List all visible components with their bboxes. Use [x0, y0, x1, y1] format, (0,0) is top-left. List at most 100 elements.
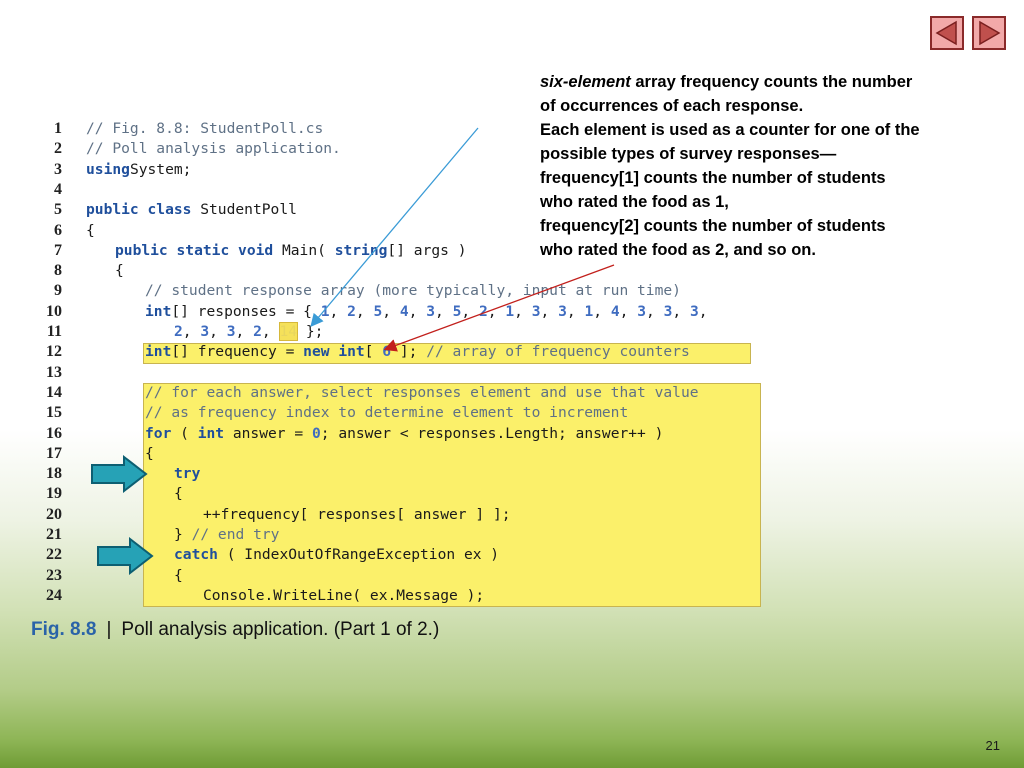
code-token: [] args ) [387, 241, 467, 259]
code-line: 21} // end try [0, 525, 800, 545]
highlighted-value: 14 [278, 322, 299, 341]
code-text: { [174, 567, 183, 584]
line-number: 5 [54, 201, 62, 219]
code-line: 4 [0, 180, 800, 200]
line-number: 13 [46, 363, 62, 381]
code-text: // Fig. 8.8: StudentPoll.cs [86, 120, 323, 137]
callout-line: frequency[1] counts the number of studen… [540, 166, 1010, 190]
code-line: 9 // student response array (more typical… [0, 281, 800, 301]
number-literal: 1 [584, 302, 594, 320]
code-text: { [174, 485, 183, 502]
code-text: public class StudentPoll [86, 201, 297, 218]
code-text: { [145, 445, 154, 462]
line-number: 2 [54, 140, 62, 158]
code-token: { [115, 262, 124, 280]
callout-text: frequency[1] counts the number of studen… [540, 169, 886, 187]
code-text: int[] frequency = new int[ 6 ]; // array… [145, 343, 690, 360]
line-number: 20 [46, 505, 62, 523]
number-literal: 6 [382, 343, 392, 361]
code-token [330, 343, 339, 360]
number-literal: 5 [373, 302, 383, 320]
line-number: 19 [46, 485, 62, 503]
code-text: { [86, 222, 95, 239]
catch-block-arrow-icon [97, 537, 154, 575]
code-text: ++frequency[ responses[ answer ] ]; [203, 506, 511, 523]
triangle-left-icon [935, 20, 957, 46]
code-text: // as frequency index to determine eleme… [145, 404, 628, 421]
keyword: int [145, 302, 172, 320]
comment: // Fig. 8.8: StudentPoll.cs [86, 120, 324, 137]
code-token: }; [297, 323, 324, 340]
code-text: { [115, 262, 124, 279]
number-literal: 1 [505, 302, 515, 320]
code-line: 17{ [0, 444, 800, 464]
annotation-callout: six-element array frequency counts the n… [540, 70, 1010, 262]
code-token [139, 201, 148, 218]
keyword: void [238, 241, 274, 259]
comment: // as frequency index to determine eleme… [145, 404, 629, 422]
keyword: int [338, 343, 365, 361]
code-token: , [235, 323, 254, 340]
line-number: 22 [46, 546, 62, 564]
code-token: StudentPoll [191, 201, 297, 219]
code-token: { [174, 485, 183, 503]
code-token: , [698, 302, 708, 320]
keyword: using [86, 160, 130, 178]
comment: // end try [191, 526, 280, 543]
code-text: // student response array (more typicall… [145, 282, 681, 299]
code-token: , [487, 302, 506, 320]
keyword: public [115, 241, 168, 259]
callout-text: who rated the food as 1, [540, 193, 729, 211]
number-literal: 3 [426, 302, 436, 320]
comment: // array of frequency counters [426, 343, 690, 361]
code-token: [] responses = { [171, 302, 321, 320]
line-number: 7 [54, 241, 62, 259]
code-token: , [261, 323, 280, 340]
previous-slide-button[interactable] [930, 16, 964, 50]
code-text: // Poll analysis application. [86, 140, 341, 157]
code-token: Main( [273, 241, 335, 259]
callout-text: possible types of survey responses— [540, 145, 837, 163]
number-literal: 2 [478, 302, 488, 320]
callout-text: of occurrences of each response. [540, 97, 804, 115]
callout-line: possible types of survey responses— [540, 142, 1010, 166]
code-token: , [619, 302, 638, 320]
comment: // for each answer, select responses ele… [145, 383, 699, 401]
line-number: 14 [46, 383, 62, 401]
number-literal: 4 [610, 302, 620, 320]
code-token: ( [171, 424, 198, 442]
try-block-arrow-icon [91, 455, 148, 493]
code-token: answer = [224, 424, 312, 442]
number-literal: 0 [311, 424, 321, 442]
code-text: for ( int answer = 0; answer < responses… [145, 425, 663, 442]
code-text: int[] responses = { 1, 2, 5, 4, 3, 5, 2,… [145, 303, 708, 320]
number-literal: 3 [226, 323, 236, 340]
code-token: , [646, 302, 664, 320]
code-token: , [355, 302, 374, 320]
callout-line: frequency[2] counts the number of studen… [540, 214, 1010, 238]
line-number: 1 [54, 120, 62, 137]
next-slide-button[interactable] [972, 16, 1006, 50]
code-line: 14 // for each answer, select responses e… [0, 383, 800, 403]
triangle-right-icon [979, 20, 1001, 46]
comment: // student response array (more typicall… [145, 282, 681, 300]
code-line: 13 [0, 363, 800, 383]
caption-separator: | [106, 619, 112, 640]
callout-line: who rated the food as 1, [540, 190, 1010, 214]
number-literal: 1 [320, 302, 330, 320]
code-token: , [408, 302, 427, 320]
callout-text: Each element is used as a counter for on… [540, 121, 920, 139]
comment: // Poll analysis application. [86, 140, 341, 158]
keyword: string [334, 241, 388, 259]
line-number: 9 [54, 282, 62, 300]
callout-line: of occurrences of each response. [540, 94, 1010, 118]
callout-text: array frequency counts the number [630, 73, 913, 91]
keyword: static [176, 241, 230, 259]
callout-line: Each element is used as a counter for on… [540, 118, 1010, 142]
